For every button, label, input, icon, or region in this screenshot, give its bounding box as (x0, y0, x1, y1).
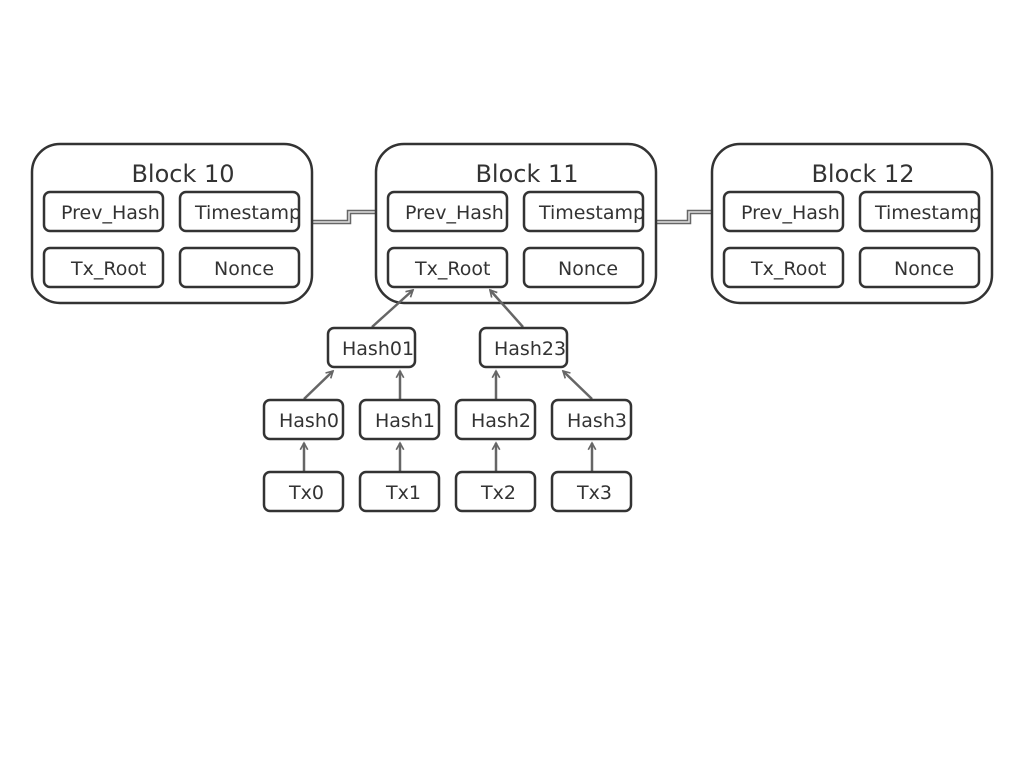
field-label: Prev_Hash (741, 202, 840, 224)
node-label: Hash01 (342, 338, 414, 360)
node-hash2: Hash2 (454, 398, 537, 441)
node-tx3: Tx3 (550, 470, 633, 513)
block-12-field-timestamp: Timestamp (858, 190, 981, 233)
field-label: Timestamp (194, 202, 301, 224)
field-label: Prev_Hash (61, 202, 160, 224)
block-10-field-prev-hash: Prev_Hash (42, 190, 165, 233)
node-hash0: Hash0 (262, 398, 345, 441)
node-tx2: Tx2 (454, 470, 537, 513)
node-hash1: Hash1 (358, 398, 441, 441)
field-label: Tx_Root (414, 258, 490, 280)
block-11-field-prev-hash: Prev_Hash (386, 190, 509, 233)
node-label: Tx1 (385, 482, 421, 504)
edge-hash23-to-tx-root (490, 290, 524, 328)
merkle-pair-hashes: Hash01 Hash23 (326, 326, 569, 369)
field-label: Nonce (558, 258, 618, 280)
merkle-leaf-hashes: Hash0 Hash1 Hash2 Hash3 (262, 398, 633, 441)
block-10-field-nonce: Nonce (178, 246, 301, 289)
block-12-title: Block 12 (811, 160, 914, 188)
field-label: Nonce (894, 258, 954, 280)
block-11-field-nonce: Nonce (522, 246, 645, 289)
node-label: Hash2 (471, 410, 531, 432)
block-11: Block 11 Prev_Hash Timestamp Tx_Root Non… (374, 142, 658, 305)
block-12: Block 12 Prev_Hash Timestamp Tx_Root Non… (710, 142, 994, 305)
block-10-field-timestamp: Timestamp (178, 190, 301, 233)
field-label: Timestamp (538, 202, 645, 224)
field-label: Prev_Hash (405, 202, 504, 224)
node-label: Tx2 (480, 482, 516, 504)
node-hash3: Hash3 (550, 398, 633, 441)
field-label: Timestamp (874, 202, 981, 224)
field-label: Tx_Root (750, 258, 826, 280)
block-12-field-tx-root: Tx_Root (722, 246, 845, 289)
node-tx0: Tx0 (262, 470, 345, 513)
node-hash01: Hash01 (326, 326, 417, 369)
node-label: Hash3 (567, 410, 627, 432)
edge-hash3-to-hash23 (563, 371, 593, 400)
block-10-field-tx-root: Tx_Root (42, 246, 165, 289)
block-12-field-nonce: Nonce (858, 246, 981, 289)
merkle-edges (304, 290, 592, 471)
field-label: Tx_Root (70, 258, 146, 280)
node-label: Tx3 (576, 482, 612, 504)
node-label: Tx0 (288, 482, 324, 504)
merkle-transactions: Tx0 Tx1 Tx2 Tx3 (262, 470, 633, 513)
edge-hash01-to-tx-root (371, 290, 413, 328)
node-label: Hash23 (494, 338, 566, 360)
block-11-field-tx-root: Tx_Root (386, 246, 509, 289)
block-11-field-timestamp: Timestamp (522, 190, 645, 233)
node-label: Hash1 (375, 410, 435, 432)
block-11-title: Block 11 (475, 160, 578, 188)
node-hash23: Hash23 (478, 326, 569, 369)
field-label: Nonce (214, 258, 274, 280)
block-12-field-prev-hash: Prev_Hash (722, 190, 845, 233)
block-10-title: Block 10 (131, 160, 234, 188)
node-tx1: Tx1 (358, 470, 441, 513)
node-label: Hash0 (279, 410, 339, 432)
edge-hash0-to-hash01 (303, 371, 333, 400)
block-10: Block 10 Prev_Hash Timestamp Tx_Root Non… (30, 142, 314, 305)
